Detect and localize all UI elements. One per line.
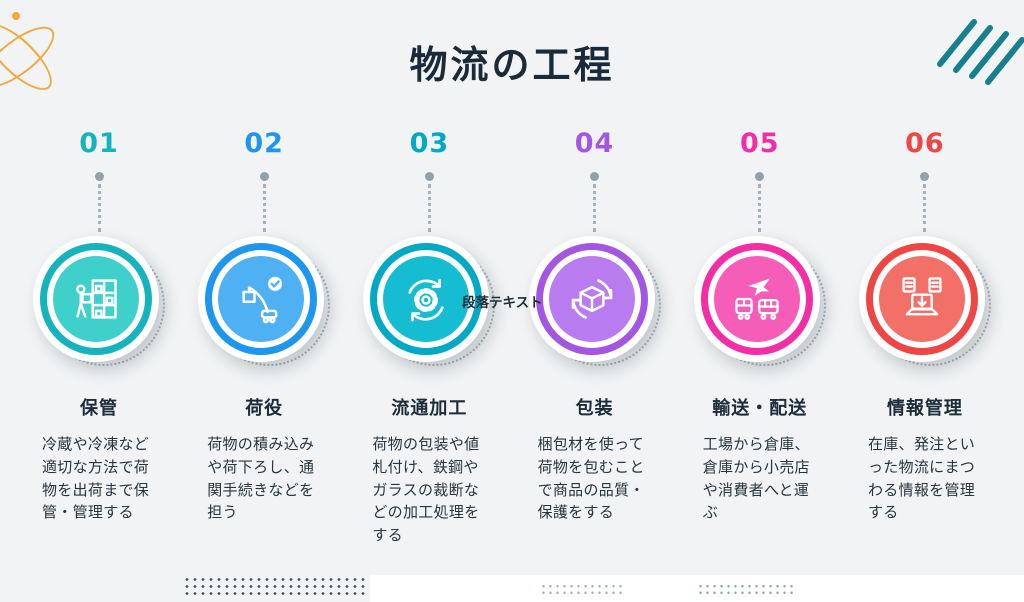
step-number: 03	[409, 128, 450, 159]
stray-paragraph-label: 段落テキスト	[462, 295, 543, 311]
step-packaging: 04 包装 梱包材を使って荷物を包むことで商品の品質・保護をする	[516, 128, 674, 547]
connector-dotted-line	[923, 184, 927, 232]
step-circle	[363, 236, 496, 368]
step-circle	[528, 236, 661, 368]
step-title: 情報管理	[886, 398, 963, 419]
dot-pattern-decoration	[697, 583, 793, 596]
connector-dotted-line	[427, 184, 431, 232]
gear-process-icon	[408, 278, 444, 322]
step-circle	[693, 236, 826, 368]
connector-dotted-line	[758, 184, 762, 232]
scribble-dot	[12, 12, 20, 20]
connector-dotted-line	[262, 184, 266, 232]
step-description: 在庫、発注といった物流にまつわる情報を管理する	[867, 435, 976, 522]
circle-color-ring	[205, 243, 318, 355]
connector-dot	[590, 172, 600, 181]
connector-dotted-line	[593, 184, 597, 232]
box-cycle-icon	[571, 279, 612, 319]
step-number: 01	[79, 128, 119, 159]
dot-pattern-decoration	[540, 583, 624, 596]
circle-icon-area	[53, 256, 139, 342]
step-title: 流通加工	[391, 398, 468, 419]
circle-icon-area	[713, 256, 800, 342]
step-circle	[858, 236, 991, 368]
connector-dotted-line	[97, 184, 101, 232]
page-title: 物流の工程	[409, 43, 615, 87]
connector-dot	[259, 172, 269, 181]
step-circle	[33, 236, 165, 368]
step-information-management: 06 情報管理 在庫、発注といった物流に	[846, 128, 1004, 547]
step-description: 梱包材を使って荷物を包むことで商品の品質・保護をする	[537, 435, 645, 522]
circle-color-ring	[535, 243, 648, 355]
step-distribution-processing: 03 流通加工 荷物の包装や値札付け、鉄鋼やガラスの裁断などの加工処理をする	[350, 128, 508, 547]
step-description: 荷物の積み込みや荷下ろし、通関手続きなどを担う	[207, 435, 315, 522]
step-number: 02	[244, 128, 284, 159]
circle-color-ring	[700, 243, 813, 355]
circle-color-ring	[370, 243, 483, 355]
circle-color-ring	[865, 243, 978, 355]
crane-loading-icon	[242, 276, 283, 324]
circle-icon-area	[548, 256, 635, 342]
connector-dot	[920, 172, 930, 181]
step-circle	[198, 236, 331, 368]
dot-pattern-decoration	[183, 576, 369, 598]
step-number: 05	[739, 128, 780, 159]
warehouse-worker-icon	[76, 279, 117, 319]
step-transport-delivery: 05	[681, 128, 839, 547]
atom-scribble-decoration	[0, 4, 74, 110]
circle-color-ring	[40, 243, 152, 355]
step-number: 04	[574, 128, 615, 159]
step-number: 06	[905, 128, 945, 159]
step-storage: 01 保管 冷蔵や	[20, 128, 178, 547]
circle-icon-area	[218, 256, 305, 342]
steps-row: 01 保管 冷蔵や	[0, 128, 1024, 547]
step-title: 荷役	[245, 398, 284, 419]
step-description: 荷物の包装や値札付け、鉄鋼やガラスの裁断などの加工処理をする	[372, 435, 480, 545]
step-cargo-handling: 02 荷役 荷物の積み込みや荷下ろし、通関手続きなどを担う	[185, 128, 343, 547]
connector-dot	[94, 172, 104, 181]
step-description: 工場から倉庫、倉庫から小売店や消費者へと運ぶ	[702, 435, 810, 522]
transport-vehicles-icon	[735, 278, 779, 320]
step-title: 包装	[575, 398, 614, 419]
step-description: 冷蔵や冷凍など適切な方法で荷物を出荷まで保管・管理する	[42, 435, 150, 522]
step-title: 輸送・配送	[712, 398, 808, 419]
connector-dot	[755, 172, 765, 181]
circle-icon-area	[878, 256, 965, 342]
connector-dot	[424, 172, 434, 181]
diagonal-lines-decoration	[937, 19, 1024, 85]
laptop-data-icon	[902, 277, 942, 316]
circle-icon-area	[383, 256, 470, 342]
step-title: 保管	[80, 398, 118, 419]
